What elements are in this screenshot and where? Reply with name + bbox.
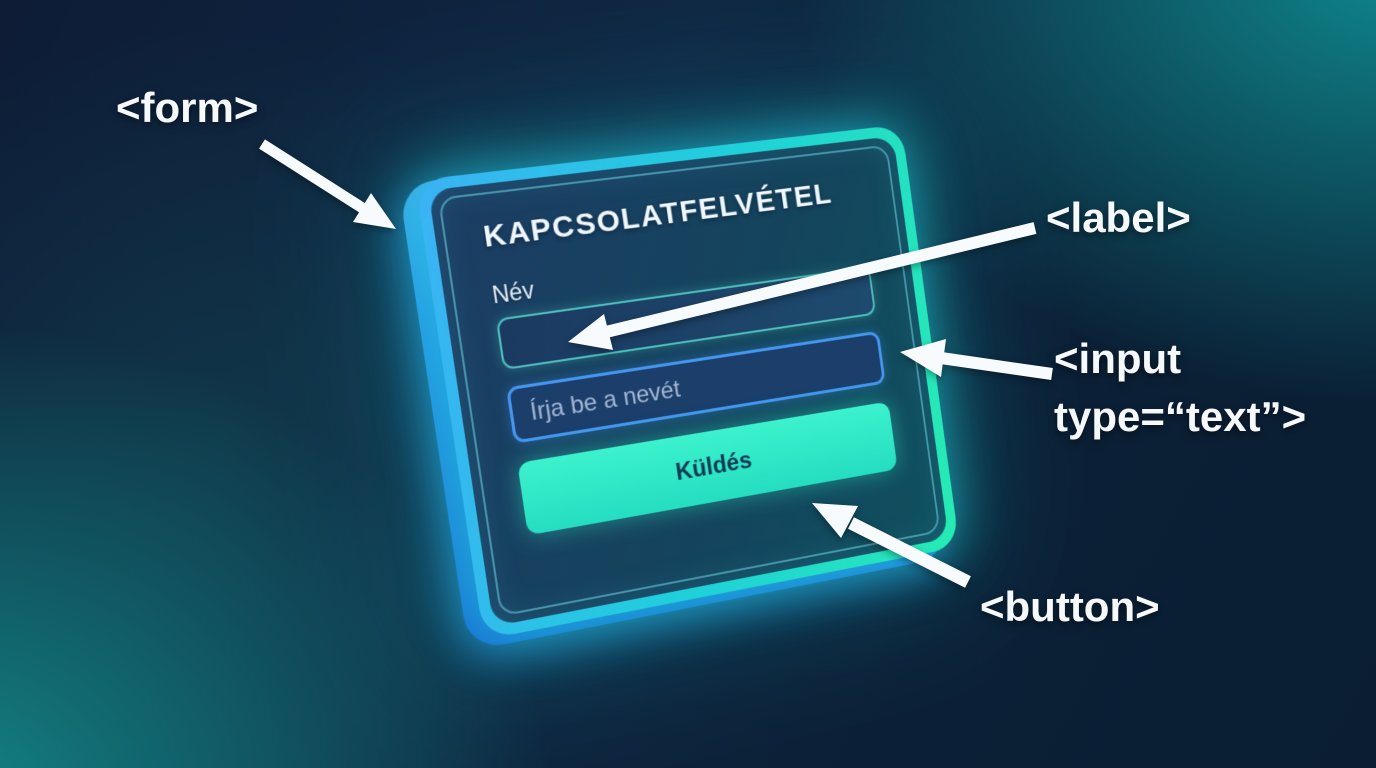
annotation-label-tag: <label> [1046, 194, 1191, 241]
contact-form: KAPCSOLATFELVÉTEL Név Küldés [440, 147, 938, 615]
annotation-form-tag: <form> [116, 84, 259, 131]
form-panel: KAPCSOLATFELVÉTEL Név Küldés [428, 136, 949, 627]
card-glass-frame: KAPCSOLATFELVÉTEL Név Küldés [414, 124, 960, 640]
annotation-input-tag-line1: <input [1054, 335, 1182, 382]
input-arrow-shaft [940, 352, 1053, 380]
form-arrow-shaft [259, 139, 367, 214]
form-arrow [259, 139, 396, 229]
contact-form-card: KAPCSOLATFELVÉTEL Név Küldés [398, 124, 960, 652]
form-arrow-head [353, 193, 396, 229]
annotation-button-tag: <button> [980, 583, 1160, 630]
annotation-input-tag: <input type=“text”> [1054, 330, 1306, 446]
annotation-input-tag-line2: type=“text”> [1054, 393, 1307, 440]
